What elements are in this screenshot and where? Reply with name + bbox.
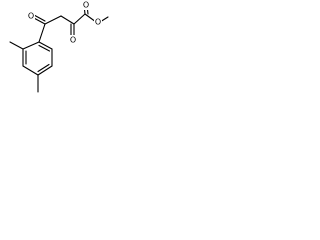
- alpha-ketone-oxygen-label: O: [70, 36, 76, 45]
- ring-bond-3: [37, 65, 53, 76]
- molecule-diagram: O O O O: [0, 0, 111, 117]
- oxygen-label-bg-1: [27, 11, 35, 21]
- ch2-bond-1: [44, 15, 62, 25]
- ring-bond-1: [38, 41, 53, 50]
- benzene-ring: [22, 41, 53, 76]
- ketone-double-bond-inner: [33, 14, 46, 22]
- ring-double-bond-1: [38, 44, 51, 52]
- ketone-oxygen-label: O: [28, 12, 34, 21]
- structure-drawing: O O O O: [9, 0, 109, 93]
- ester-oxygen-label: O: [95, 18, 101, 27]
- ring-double-bond-2: [37, 63, 50, 73]
- ring-bond-6: [22, 41, 40, 50]
- aryl-carbonyl-bond: [38, 23, 46, 43]
- ester-carbon-bond: [73, 13, 86, 25]
- methyl-bond-ortho: [9, 41, 24, 50]
- ester-carbonyl-oxygen-label: O: [83, 1, 89, 10]
- ring-bond-4: [22, 65, 39, 76]
- oxygen-label-bg-3: [82, 0, 90, 10]
- oxygen-label-bg-2: [69, 35, 77, 45]
- oxygen-label-bg-4: [94, 17, 102, 27]
- ch2-bond-2: [60, 15, 75, 25]
